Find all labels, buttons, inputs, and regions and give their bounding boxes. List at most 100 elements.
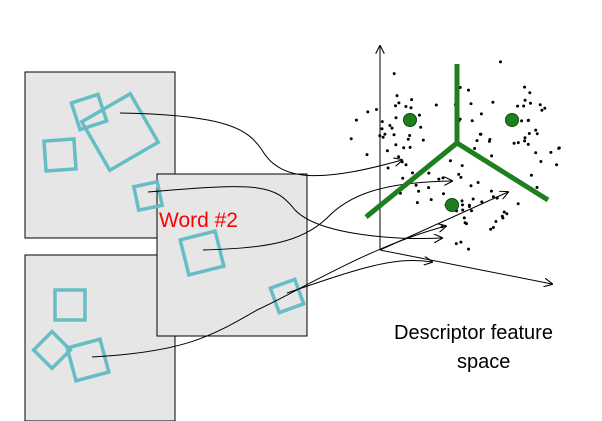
descriptor-point <box>516 104 520 108</box>
word-label: Word #2 <box>159 209 238 232</box>
descriptor-point <box>461 203 464 207</box>
descriptor-point <box>491 226 495 229</box>
mapping-arrow <box>147 186 442 239</box>
descriptor-point <box>463 221 467 225</box>
descriptor-point <box>473 147 477 150</box>
descriptor-point <box>480 200 484 204</box>
descriptor-point <box>397 155 401 159</box>
feature-regions <box>31 91 306 383</box>
mapping-arrow <box>119 112 402 177</box>
descriptor-point <box>400 160 404 164</box>
descriptor-point <box>469 184 473 188</box>
cluster-boundaries <box>364 64 550 219</box>
descriptor-point <box>461 208 465 212</box>
descriptor-point <box>527 118 530 122</box>
descriptor-point <box>520 119 524 123</box>
descriptor-point <box>383 132 387 136</box>
descriptor-point <box>459 240 463 244</box>
descriptor-point <box>523 85 527 89</box>
descriptor-point <box>409 106 413 110</box>
descriptor-point <box>516 141 520 145</box>
descriptor-point <box>411 171 414 175</box>
descriptor-point <box>408 134 412 137</box>
descriptor-point <box>392 72 396 76</box>
feature-box <box>53 288 87 322</box>
descriptor-point <box>543 106 547 110</box>
mapping-arrows <box>91 112 452 358</box>
descriptor-point <box>375 108 378 111</box>
descriptor-point <box>534 128 538 132</box>
image-patches <box>24 71 308 421</box>
descriptor-point <box>404 163 408 167</box>
descriptor-point <box>540 108 544 112</box>
descriptor-point <box>421 138 425 142</box>
descriptor-point <box>538 103 542 107</box>
descriptor-point <box>539 160 543 163</box>
descriptor-point <box>381 135 385 139</box>
descriptor-point <box>394 116 398 120</box>
descriptor-point <box>470 209 473 213</box>
descriptor-point <box>487 139 491 143</box>
descriptor-point <box>529 101 532 105</box>
descriptor-point <box>512 141 516 145</box>
descriptor-point <box>394 104 397 108</box>
feature-box <box>42 137 78 173</box>
descriptor-point <box>404 105 408 108</box>
descriptor-point <box>476 181 480 184</box>
descriptor-point <box>535 132 539 136</box>
descriptor-point <box>448 159 452 163</box>
descriptor-point <box>549 150 553 154</box>
descriptor-point <box>392 133 396 137</box>
descriptor-point <box>491 100 495 104</box>
descriptor-point <box>534 151 538 155</box>
mapping-arrow <box>286 260 432 294</box>
image-patch-2 <box>156 173 308 337</box>
descriptor-point <box>475 139 479 143</box>
descriptor-point <box>469 102 473 106</box>
space-label-line2: space <box>457 351 510 373</box>
descriptor-point <box>397 101 401 105</box>
descriptor-point <box>419 125 423 129</box>
descriptor-point <box>523 136 527 140</box>
descriptor-point <box>380 120 384 124</box>
descriptor-point <box>489 227 493 231</box>
descriptor-point <box>427 186 431 190</box>
descriptor-point <box>390 126 394 130</box>
descriptor-point <box>467 88 470 92</box>
axis-right <box>379 249 552 284</box>
mapping-arrow <box>91 226 446 358</box>
cluster-center <box>505 113 519 127</box>
descriptor-point <box>479 112 483 116</box>
descriptor-point <box>459 175 463 179</box>
descriptor-point <box>500 214 504 218</box>
descriptor-point <box>354 118 358 122</box>
descriptor-point <box>386 166 390 170</box>
descriptor-point <box>490 154 494 158</box>
cluster-centers <box>403 113 519 212</box>
descriptor-point <box>417 113 421 117</box>
feature-box <box>178 229 226 277</box>
descriptor-point <box>427 171 431 175</box>
descriptor-point <box>417 189 421 193</box>
descriptor-point <box>523 98 527 102</box>
descriptor-point <box>528 91 532 95</box>
descriptor-point <box>388 124 392 127</box>
descriptor-point <box>437 177 441 181</box>
descriptor-point <box>385 149 389 153</box>
descriptor-point <box>380 127 384 131</box>
descriptor-point <box>402 146 406 150</box>
descriptor-point <box>378 134 382 138</box>
descriptor-point <box>522 104 526 108</box>
cluster-boundary <box>364 141 459 219</box>
descriptor-point <box>527 132 531 135</box>
cluster-center <box>403 113 417 127</box>
descriptor-point <box>408 145 412 149</box>
descriptor-point <box>462 216 466 220</box>
descriptor-point <box>505 212 509 216</box>
descriptor-axes <box>380 46 552 284</box>
feature-box <box>65 337 111 383</box>
feature-box <box>31 329 73 371</box>
descriptor-point <box>442 192 445 196</box>
descriptor-point <box>394 143 398 147</box>
